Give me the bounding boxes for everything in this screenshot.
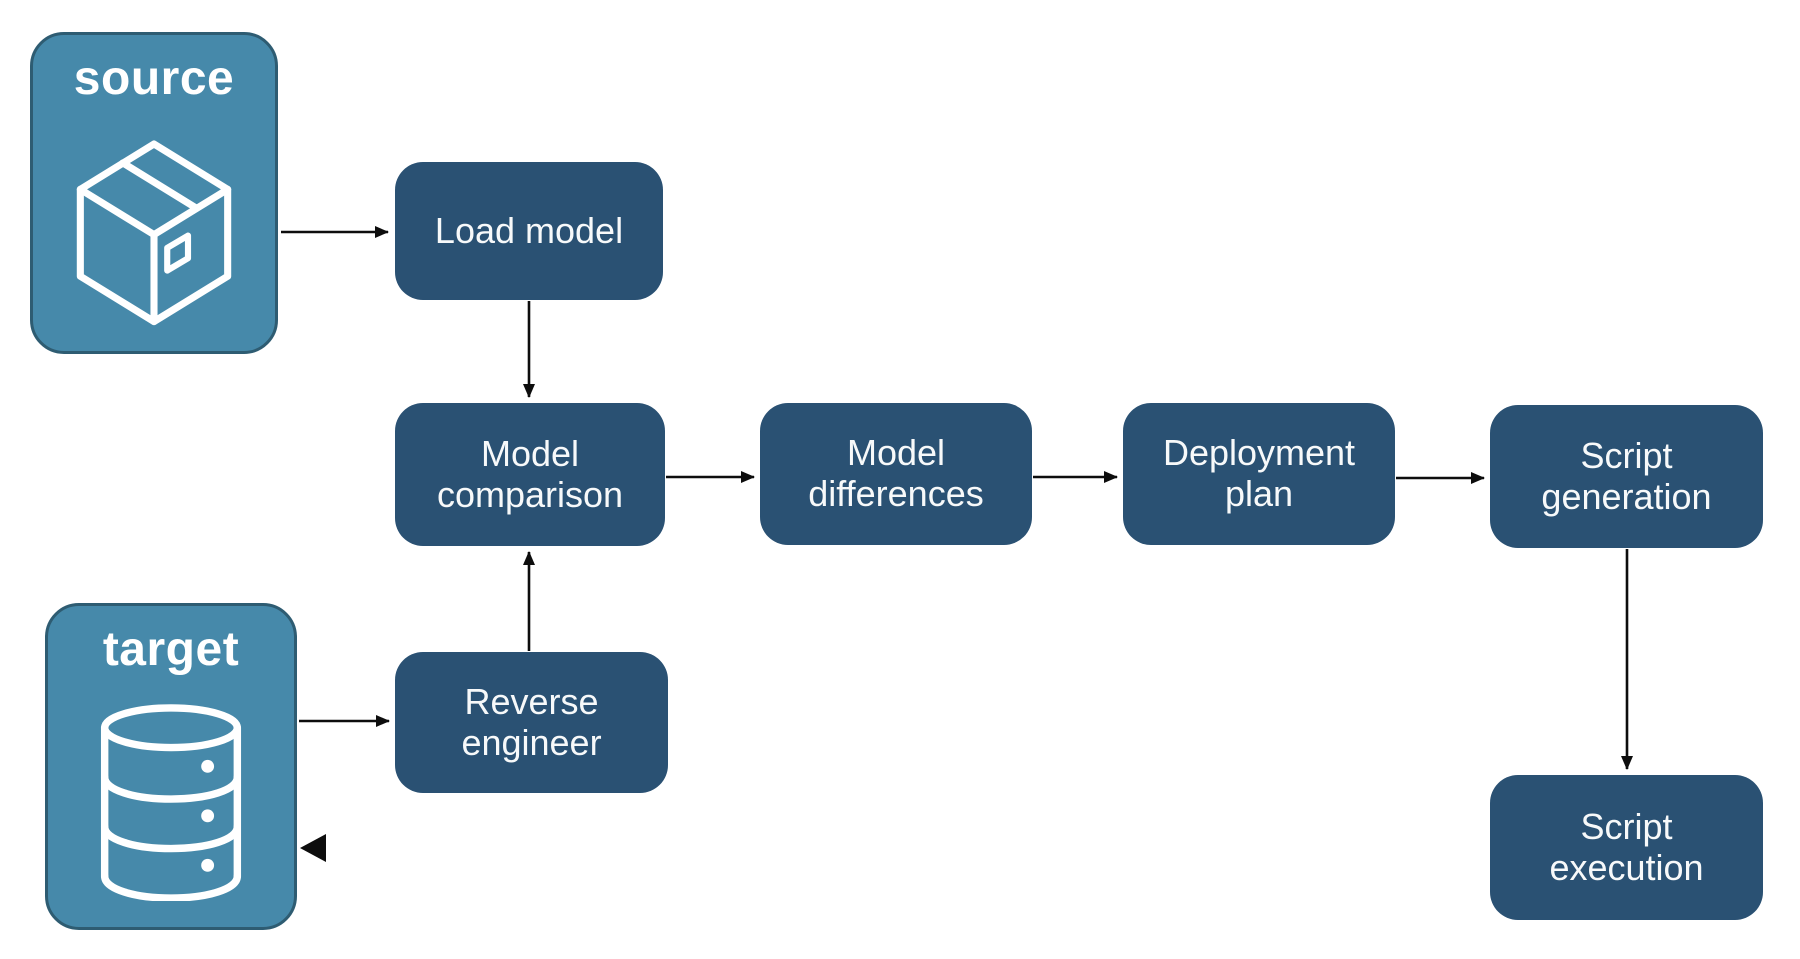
node-script-execution: Script execution xyxy=(1490,775,1763,920)
target-label: target xyxy=(102,623,240,676)
node-load-model: Load model xyxy=(395,162,663,300)
package-icon xyxy=(33,106,275,351)
node-reverse-engineer: Reverse engineer xyxy=(395,652,668,793)
step-label: Model comparison xyxy=(436,432,624,515)
database-icon xyxy=(48,677,294,927)
step-label: Reverse engineer xyxy=(461,680,602,763)
step-label: Script generation xyxy=(1541,434,1712,517)
node-model-differences: Model differences xyxy=(760,403,1032,545)
step-label: Load model xyxy=(434,209,624,251)
source-label: source xyxy=(73,52,235,105)
node-source: source xyxy=(30,32,278,354)
step-label: Script execution xyxy=(1549,805,1704,888)
step-label: Model differences xyxy=(808,432,984,514)
node-script-generation: Script generation xyxy=(1490,405,1763,548)
step-label: Deployment plan xyxy=(1162,432,1356,514)
node-model-comparison: Model comparison xyxy=(395,403,665,546)
dashed-arrowhead xyxy=(300,834,326,862)
node-target: target xyxy=(45,603,297,930)
node-deployment-plan: Deployment plan xyxy=(1123,403,1395,545)
